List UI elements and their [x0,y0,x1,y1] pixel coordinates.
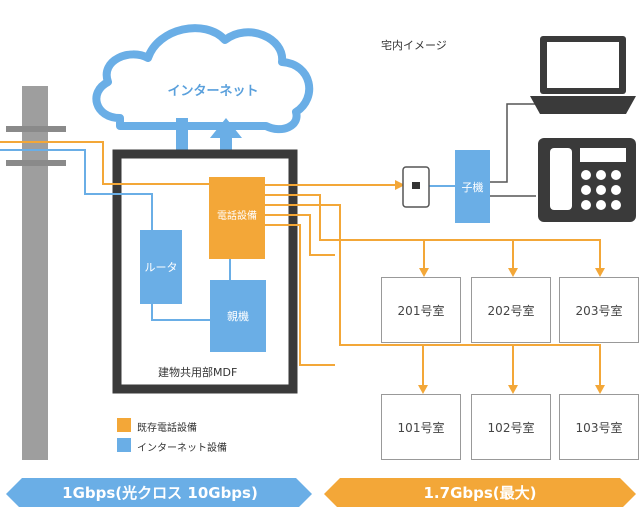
room-202: 202号室 [471,277,551,343]
phone-equipment-box: 電話設備 [209,177,265,259]
keypad-button [581,185,591,195]
keypad-button [581,170,591,180]
keypad-button [611,185,621,195]
keypad-button [581,200,591,210]
keypad-button [596,185,606,195]
phone-keypad [581,170,621,210]
upload-arrow [210,118,242,168]
speed-bar-right [324,478,636,507]
legend-swatch-phone [117,418,131,432]
router-label: ルータ [144,261,178,274]
child-unit-label: 子機 [461,180,484,194]
parent-unit-label: 親機 [227,310,249,323]
child-unit-box: 子機 [455,150,490,223]
utility-pole [22,86,48,460]
room-201: 201号室 [381,277,461,343]
phone-lines [0,141,601,385]
phone-arrowheads [395,180,605,394]
speed-left-label: 1Gbps(光クロス 10Gbps) [62,484,258,502]
room-103: 103号室 [559,394,639,460]
cloud-label: インターネット [167,84,259,99]
keypad-button [596,170,606,180]
laptop-icon [530,36,636,114]
router-box: ルータ [140,230,182,304]
pole-crossbar [6,160,66,166]
home-caption: 宅内イメージ [381,39,447,52]
home-device-lines [490,103,536,197]
room-203: 203号室 [559,277,639,343]
speed-right-label: 1.7Gbps(最大) [423,484,537,502]
mdf-label: 建物共用部MDF [158,366,238,379]
room-102: 102号室 [471,394,551,460]
legend-existing-phone: 既存電話設備 [137,423,197,434]
parent-unit-box: 親機 [210,280,266,352]
legend-internet: インターネット設備 [137,443,227,454]
speed-bar-left [6,478,312,507]
room-101: 101号室 [381,394,461,460]
pole-crossbar [6,126,66,132]
phone-equipment-label: 電話設備 [217,211,257,222]
internet-cloud [92,24,314,134]
keypad-button [596,200,606,210]
keypad-button [611,200,621,210]
desk-phone-icon [538,138,636,222]
keypad-button [611,170,621,180]
phone-jack-port [412,182,420,189]
legend-swatch-internet [117,438,131,452]
